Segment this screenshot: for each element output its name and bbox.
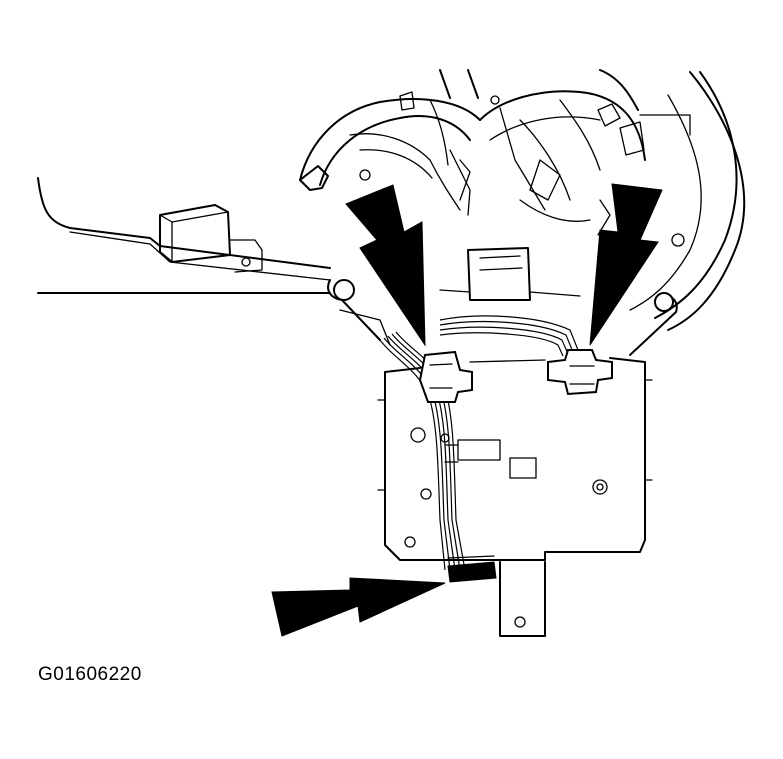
arrow-right-connector [589,183,663,346]
dash-panel [37,69,639,294]
mount-arms [327,279,678,356]
right-connector [547,349,613,396]
control-module [377,357,653,561]
right-trim [629,71,746,331]
mount-tab [499,561,546,637]
mid-bracket [439,247,581,301]
left-connector [418,350,473,403]
bottom-connector [447,555,497,583]
figure-id-label: G01606220 [38,664,142,685]
diagram-canvas [37,69,746,637]
relay-box [159,204,263,273]
upper-mechanism [299,90,646,236]
wire-harness [379,315,579,571]
wiring-diagram [37,69,746,637]
arrow-bottom-connector [271,577,446,637]
arrow-left-connector [345,184,426,347]
